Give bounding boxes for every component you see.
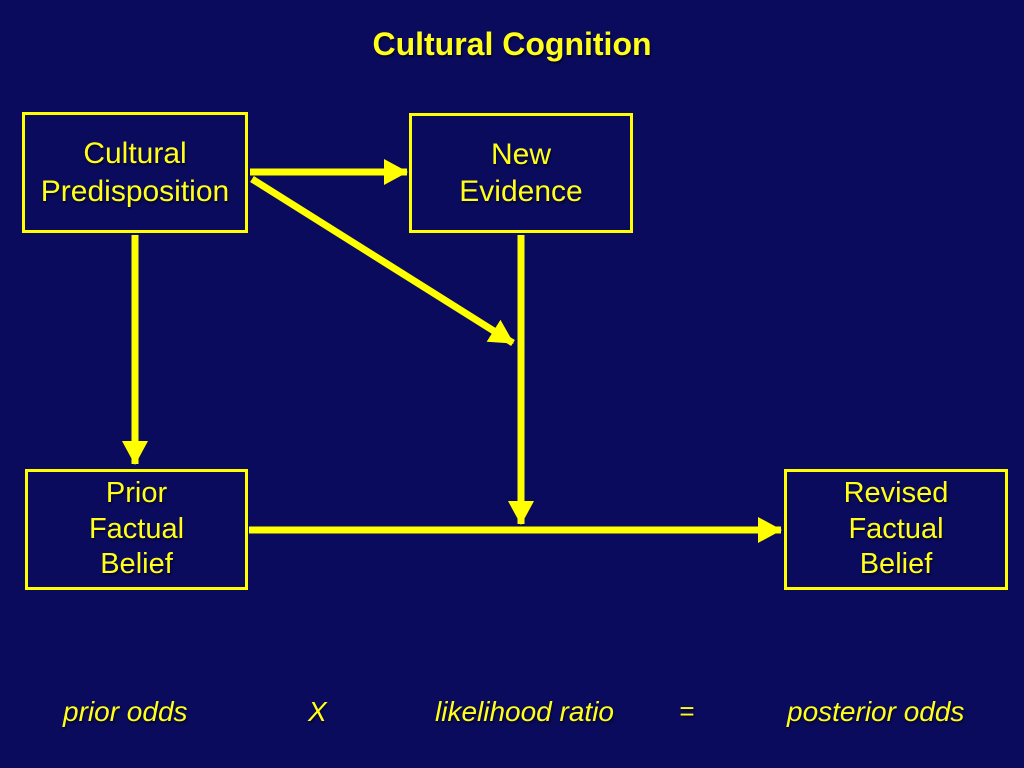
node-prior-factual-belief-label: Prior Factual Belief: [88, 477, 185, 581]
slide-title: Cultural Cognition: [372, 26, 652, 62]
formula-equals-sign: =: [679, 696, 695, 726]
node-new-evidence: New Evidence: [409, 113, 633, 233]
node-cultural-predisposition-label: Cultural Predisposition: [40, 137, 230, 208]
formula-times-sign: X: [308, 696, 327, 727]
formula-posterior-odds: posterior odds: [787, 696, 965, 727]
node-revised-factual-belief: Revised Factual Belief: [784, 469, 1008, 590]
formula-likelihood-ratio: likelihood ratio: [435, 696, 614, 727]
node-cultural-predisposition: Cultural Predisposition: [22, 112, 248, 233]
formula-row: prior odds X likelihood ratio = posterio…: [0, 696, 1024, 736]
node-revised-factual-belief-label: Revised Factual Belief: [843, 477, 949, 581]
node-new-evidence-label: New Evidence: [459, 137, 583, 209]
formula-prior-odds: prior odds: [63, 696, 188, 727]
node-prior-factual-belief: Prior Factual Belief: [25, 469, 248, 590]
